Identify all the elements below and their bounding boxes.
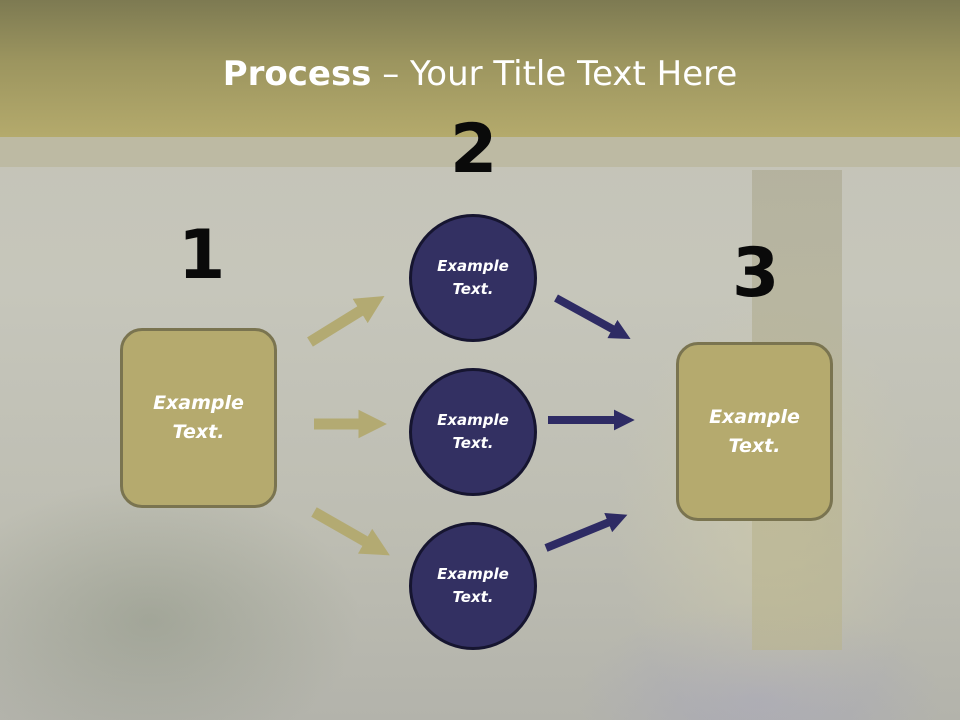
step-2-top-text: Example Text. xyxy=(437,257,509,298)
step-2-bottom-circle[interactable]: Example Text. xyxy=(409,522,537,650)
arrow-2-bottom-to-3 xyxy=(544,512,628,552)
step-2-middle-circle[interactable]: Example Text. xyxy=(409,368,537,496)
title-band xyxy=(0,0,960,137)
step-3-text: Example Text. xyxy=(709,405,800,457)
step-2-top-circle[interactable]: Example Text. xyxy=(409,214,537,342)
step-3-box[interactable]: Example Text. xyxy=(676,342,833,521)
arrow-1-to-2-bottom xyxy=(311,507,390,556)
step-3-number: 3 xyxy=(732,234,780,313)
slide-title-rest: – Your Title Text Here xyxy=(371,54,738,94)
step-2-middle-text: Example Text. xyxy=(437,411,509,452)
title-sub-band xyxy=(0,137,960,167)
slide-title[interactable]: Process – Your Title Text Here xyxy=(0,52,960,96)
slide-title-bold: Process xyxy=(222,54,372,94)
arrow-1-to-2-top xyxy=(307,295,385,347)
step-2-number: 2 xyxy=(450,110,498,189)
step-2-bottom-text: Example Text. xyxy=(437,565,509,606)
step-1-number: 1 xyxy=(178,216,226,295)
arrow-2-top-to-3 xyxy=(554,294,631,340)
step-1-text: Example Text. xyxy=(153,392,244,443)
step-1-box[interactable]: Example Text. xyxy=(120,328,277,508)
